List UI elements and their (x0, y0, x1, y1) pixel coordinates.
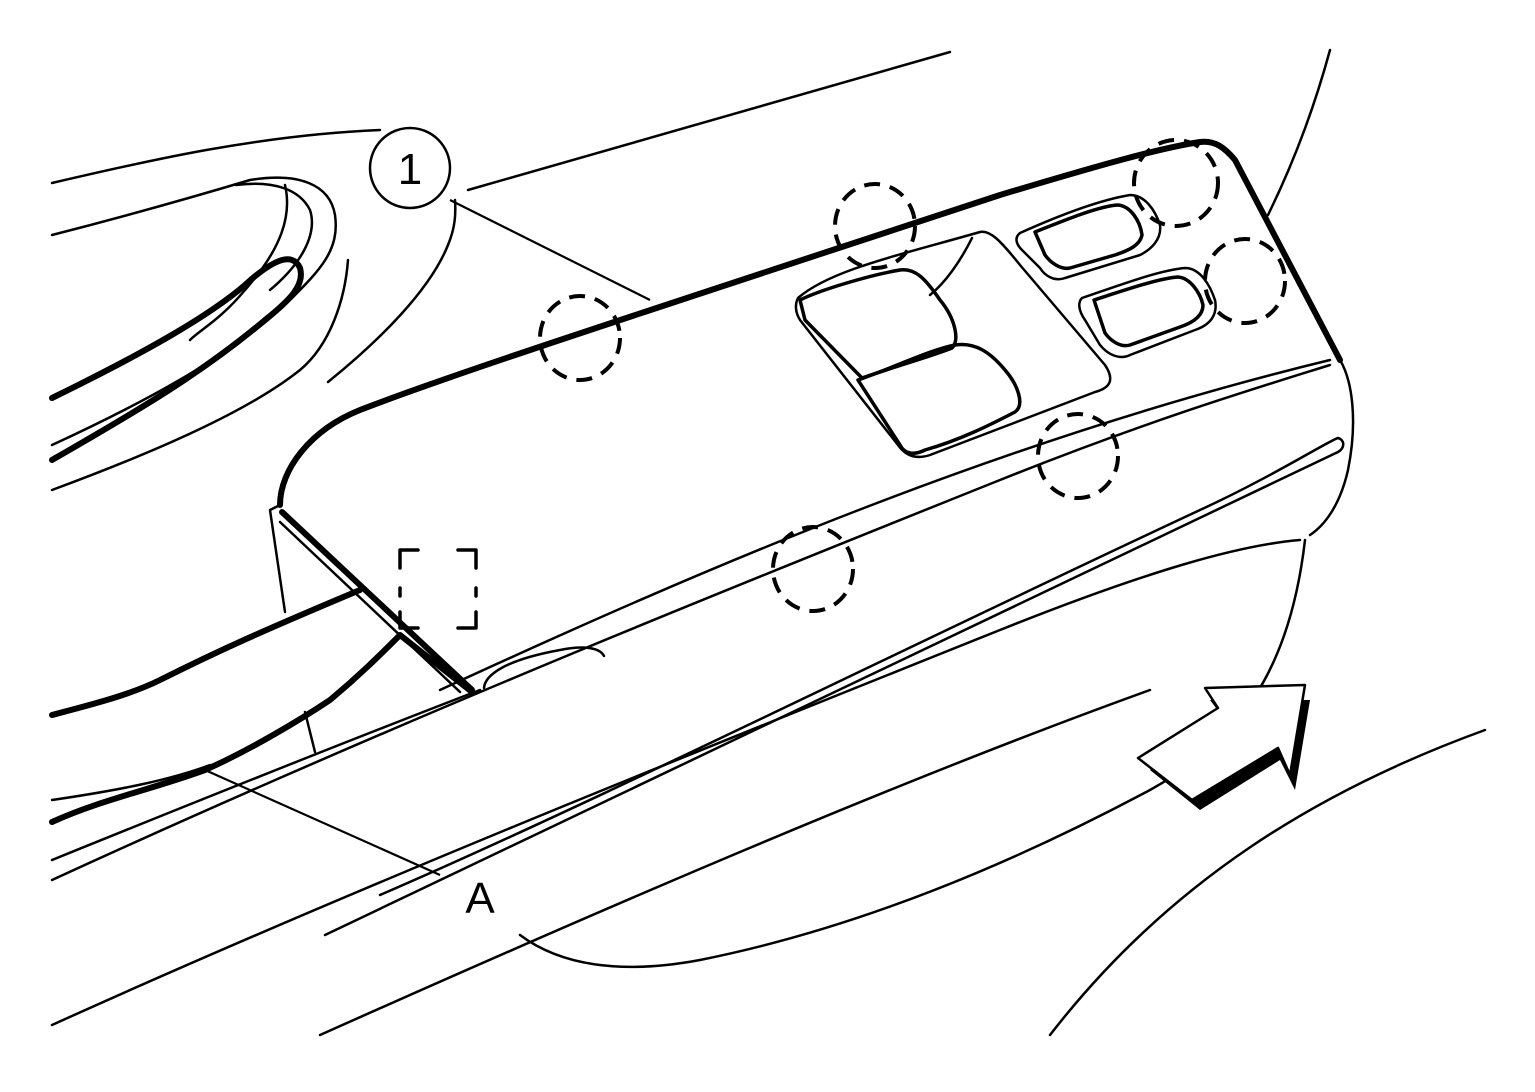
door-trim-strip (49, 587, 482, 862)
part-1-label: 1 (398, 145, 422, 194)
pawl-marker (398, 548, 478, 630)
window-switch-group (794, 193, 1217, 459)
part-1-callout: 1 (368, 126, 651, 301)
door-handle-recess (49, 176, 457, 492)
armrest-finisher (50, 138, 1355, 1037)
clip-marker (538, 294, 622, 382)
removal-direction-arrow-icon (1136, 683, 1310, 810)
clip-locations (538, 138, 1287, 613)
point-a-label: A (465, 874, 495, 923)
point-a-leader (204, 768, 441, 877)
part-1-circle (368, 126, 452, 210)
point-a-callout: A (204, 768, 495, 923)
clip-marker (1132, 138, 1220, 228)
door-trim-outline (50, 48, 1487, 1037)
clip-marker (771, 525, 855, 613)
clip-marker (833, 182, 917, 270)
part-1-leader (449, 199, 651, 301)
clip-marker (1036, 412, 1120, 500)
clip-marker (1203, 237, 1287, 325)
